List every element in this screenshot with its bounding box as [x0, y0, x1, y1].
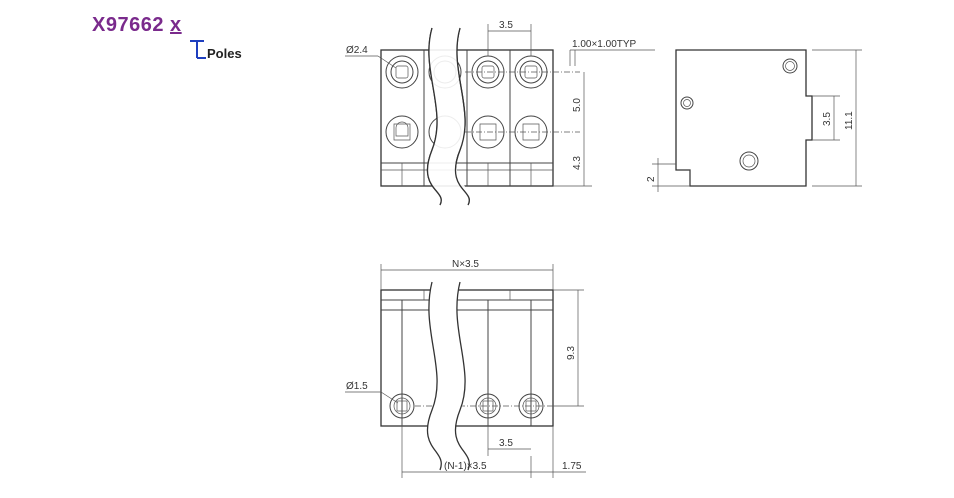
hole-diameter-label: Ø2.4	[346, 45, 368, 56]
poles-label: Poles	[207, 46, 242, 61]
row-spacing-label: 5.0	[572, 98, 583, 112]
span-label: (N-1)×3.5	[444, 461, 487, 472]
total-width-label: N×3.5	[452, 259, 479, 270]
part-title: X97662 x	[92, 14, 182, 37]
front-height-label: 9.3	[566, 346, 577, 360]
top-view: Ø2.4 3.5 1.00×1.00TYP 5.0 4.3	[345, 20, 655, 206]
edge-offset-label: 4.3	[572, 156, 583, 170]
pin-diameter-label: Ø1.5	[346, 381, 368, 392]
tab-height-label: 3.5	[822, 112, 833, 126]
pitch-label-top: 3.5	[499, 20, 513, 31]
screw-hole	[385, 55, 419, 89]
front-view: N×3.5 9.3 Ø1.5 3.5 (N-1)×3.5 1.75	[345, 259, 586, 478]
pin-size-label: 1.00×1.00TYP	[572, 39, 637, 50]
side-view: 11.1 3.5 2	[646, 49, 862, 192]
step-height-label: 2	[646, 176, 657, 182]
part-suffix: x	[170, 14, 182, 36]
poles-leader	[190, 40, 206, 59]
side-height-label: 11.1	[844, 111, 855, 130]
end-offset-label: 1.75	[562, 461, 582, 472]
pitch-label-bottom: 3.5	[499, 438, 513, 449]
part-number: X97662	[92, 14, 164, 36]
wire-entry	[385, 115, 419, 149]
